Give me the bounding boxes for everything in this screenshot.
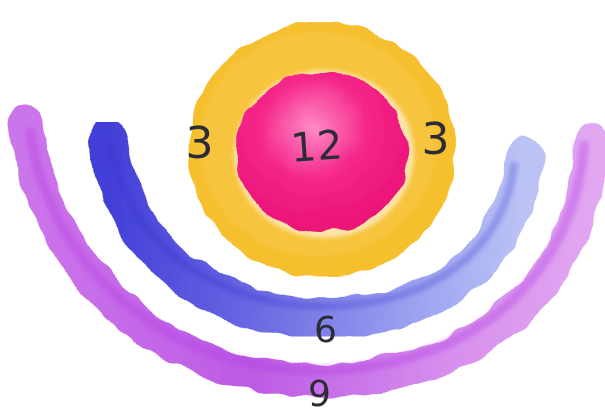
right-ring-value-label: 3 — [422, 114, 451, 165]
outer-arc-value-label: 9 — [308, 374, 332, 415]
left-ring-value-label: 3 — [186, 118, 215, 169]
center-value-label: 12 — [289, 122, 345, 172]
middle-arc-value-label: 6 — [314, 310, 338, 351]
